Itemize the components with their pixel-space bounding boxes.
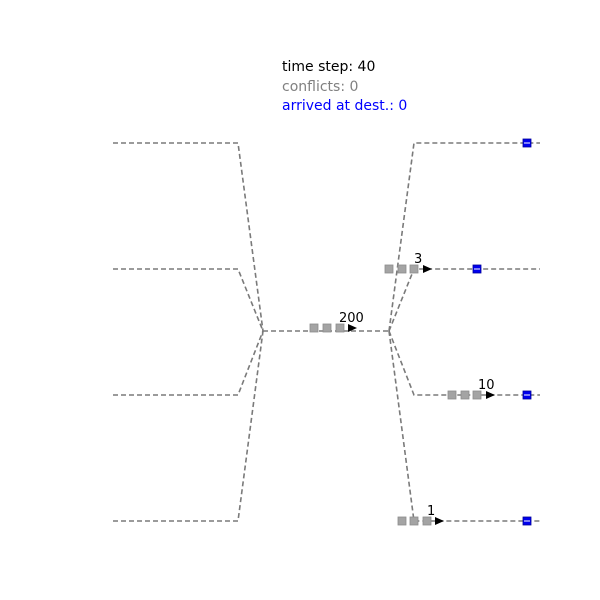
vehicle (397, 264, 407, 274)
vehicle (409, 516, 419, 526)
flow-count: 1 (427, 504, 435, 519)
branch-2-flow: 3 (384, 252, 482, 274)
direction-arrow-icon (423, 265, 432, 273)
flow-count: 3 (414, 252, 422, 267)
vehicle (460, 390, 470, 400)
branch-4-flow: 1 (397, 504, 444, 526)
direction-arrow-icon (435, 517, 444, 525)
incoming-road-1 (113, 142, 264, 332)
vehicle (422, 516, 432, 526)
destination-markers (522, 138, 532, 526)
direction-arrow-icon (348, 324, 357, 332)
flow-count: 10 (478, 378, 495, 393)
vehicle (409, 264, 419, 274)
arrived-label: arrived at dest.: 0 (282, 98, 408, 114)
incoming-road-2 (113, 268, 264, 332)
outgoing-road-2 (388, 268, 540, 332)
flow-count: 200 (339, 311, 364, 326)
trunk-flow: 200 (309, 311, 364, 333)
outgoing-road-4 (388, 330, 540, 522)
vehicle (447, 390, 457, 400)
time-step-label: time step: 40 (282, 59, 376, 75)
incoming-road-4 (113, 330, 264, 522)
vehicle (397, 516, 407, 526)
outgoing-road-3 (388, 330, 540, 396)
vehicle (322, 323, 332, 333)
incoming-road-3 (113, 330, 264, 396)
direction-arrow-icon (486, 391, 495, 399)
outgoing-road-1 (388, 142, 540, 332)
vehicle (309, 323, 319, 333)
vehicle (472, 390, 482, 400)
branch-3-flow: 10 (447, 378, 495, 400)
vehicle (335, 323, 345, 333)
conflicts-label: conflicts: 0 (282, 79, 359, 95)
vehicle (384, 264, 394, 274)
